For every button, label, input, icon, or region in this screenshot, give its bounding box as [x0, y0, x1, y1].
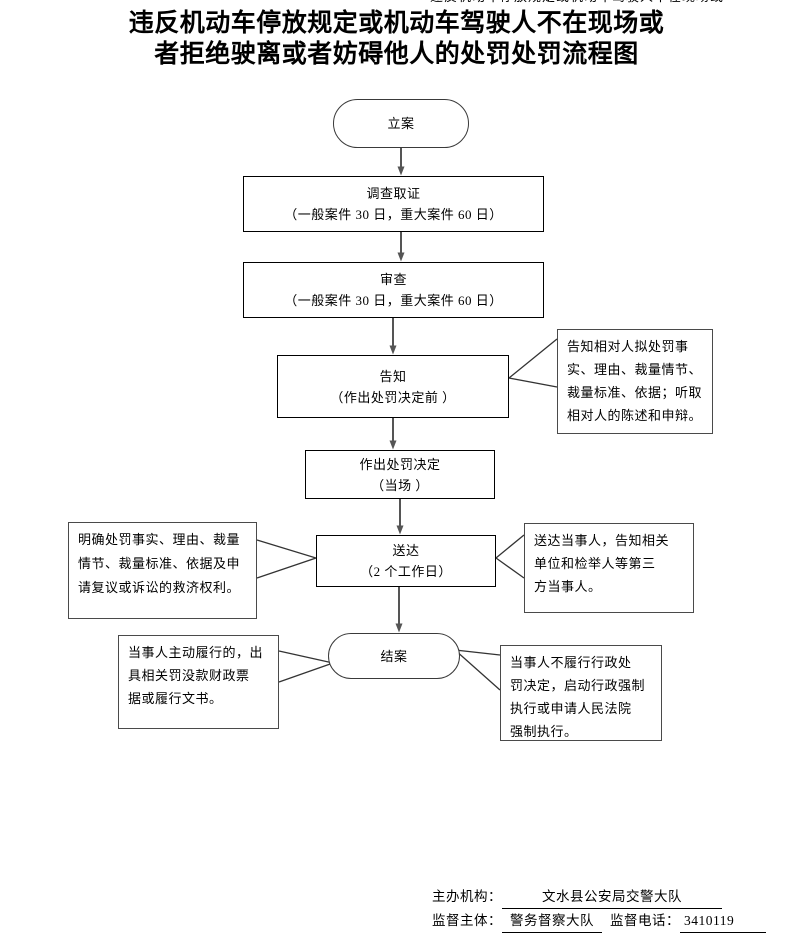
note-songda-right[interactable]: 送达当事人，告知相关 单位和检举人等第三 方当事人。	[524, 523, 694, 613]
note-songda-left-line-3: 请复议或诉讼的救济权利。	[78, 580, 241, 595]
note-jiean-right-line-1: 当事人不履行行政处	[510, 655, 632, 670]
flow-node-li-an[interactable]: 立案	[333, 99, 469, 148]
flow-node-shencha[interactable]: 审查 （一般案件 30 日，重大案件 60 日）	[243, 262, 544, 318]
note-songda-left-line-2: 情节、裁量标准、依据及申	[78, 556, 241, 571]
footer-phone-label: 监督电话：	[610, 913, 680, 928]
note-jiean-left-line-2: 具相关罚没款财政票	[128, 668, 250, 683]
note-jiean-left-line-1: 当事人主动履行的，出	[128, 645, 264, 660]
footer-phone-value: 3410119	[680, 909, 766, 933]
cropped-header-text: 违反机动车停放规定或机动车驾驶人不在现场或	[0, 0, 793, 10]
footer-organizer-row: 主办机构： 文水县公安局交警大队	[432, 885, 766, 909]
leader-songda-right-note	[494, 534, 525, 579]
note-jiean-right-line-3: 执行或申请人民法院	[510, 701, 632, 716]
flow-node-songda-line-1: 送达	[392, 543, 420, 558]
note-songda-right-line-3: 方当事人。	[534, 579, 602, 594]
flow-node-jie-an[interactable]: 结案	[328, 633, 460, 679]
flow-node-diaocha-quzheng-line-1: 调查取证	[366, 186, 421, 201]
leader-jiean-left-note	[278, 650, 336, 683]
flow-node-gaozhi-line-2: （作出处罚决定前 ）	[330, 389, 456, 405]
leader-gaozhi-note	[507, 338, 558, 388]
flow-node-gaozhi-line-1: 告知	[379, 368, 407, 384]
note-gaozhi[interactable]: 告知相对人拟处罚事 实、理由、裁量情节、 裁量标准、依据；听取 相对人的陈述和申…	[557, 329, 713, 434]
footer-supervisor-value: 警务督察大队	[502, 909, 602, 933]
note-songda-right-line-2: 单位和检举人等第三	[534, 556, 656, 571]
leader-jiean-right-note	[453, 649, 501, 691]
flow-node-zuochu-chufa-jueding-line-1: 作出处罚决定	[359, 456, 441, 472]
page-title: 违反机动车停放规定或机动车驾驶人不在现场或 者拒绝驶离或者妨碍他人的处罚处罚流程…	[0, 8, 793, 70]
flow-node-zuochu-chufa-jueding[interactable]: 作出处罚决定 （当场 ）	[305, 450, 495, 499]
footer-organizer-value: 文水县公安局交警大队	[502, 885, 722, 909]
flow-node-songda-line-2: （2 个工作日）	[360, 564, 452, 579]
leader-songda-left-note	[256, 539, 319, 579]
page-title-line-2: 者拒绝驶离或者妨碍他人的处罚处罚流程图	[154, 40, 639, 68]
flow-node-diaocha-quzheng-line-2: （一般案件 30 日，重大案件 60 日）	[284, 207, 503, 222]
flow-node-diaocha-quzheng[interactable]: 调查取证 （一般案件 30 日，重大案件 60 日）	[243, 176, 544, 232]
note-jiean-right[interactable]: 当事人不履行行政处 罚决定，启动行政强制 执行或申请人民法院 强制执行。	[500, 645, 662, 741]
flow-node-li-an-line-1: 立案	[387, 116, 415, 131]
note-gaozhi-line-2: 实、理由、裁量情节、	[567, 362, 703, 377]
note-gaozhi-line-3: 裁量标准、依据；听取	[567, 385, 703, 400]
note-jiean-right-line-2: 罚决定，启动行政强制	[510, 678, 646, 693]
footer-supervisor-label: 监督主体：	[432, 913, 502, 928]
page-title-line-1: 违反机动车停放规定或机动车驾驶人不在现场或	[128, 9, 665, 37]
note-jiean-right-line-4: 强制执行。	[510, 724, 578, 739]
flow-node-shencha-line-2: （一般案件 30 日，重大案件 60 日）	[284, 293, 503, 308]
note-songda-right-line-1: 送达当事人，告知相关	[534, 533, 670, 548]
note-songda-left-line-1: 明确处罚事实、理由、裁量	[78, 532, 241, 547]
flow-node-zuochu-chufa-jueding-line-2: （当场 ）	[371, 477, 429, 493]
note-gaozhi-line-1: 告知相对人拟处罚事	[567, 339, 689, 354]
footer: 主办机构： 文水县公安局交警大队 监督主体： 警务督察大队 监督电话： 3410…	[432, 885, 766, 933]
flow-node-jie-an-line-1: 结案	[380, 648, 408, 664]
note-gaozhi-line-4: 相对人的陈述和申辩。	[567, 408, 703, 423]
flow-node-shencha-line-1: 审查	[379, 272, 407, 287]
note-songda-left[interactable]: 明确处罚事实、理由、裁量 情节、裁量标准、依据及申 请复议或诉讼的救济权利。	[68, 522, 257, 619]
footer-organizer-label: 主办机构：	[432, 889, 502, 904]
footer-supervisor-row: 监督主体： 警务督察大队 监督电话： 3410119	[432, 909, 766, 933]
flow-node-gaozhi[interactable]: 告知 （作出处罚决定前 ）	[277, 355, 509, 418]
note-jiean-left[interactable]: 当事人主动履行的，出 具相关罚没款财政票 据或履行文书。	[118, 635, 279, 729]
note-jiean-left-line-3: 据或履行文书。	[128, 691, 223, 706]
cropped-header-label: 违反机动车停放规定或机动车驾驶人不在现场或	[430, 0, 724, 5]
flow-node-songda[interactable]: 送达 （2 个工作日）	[316, 535, 496, 587]
